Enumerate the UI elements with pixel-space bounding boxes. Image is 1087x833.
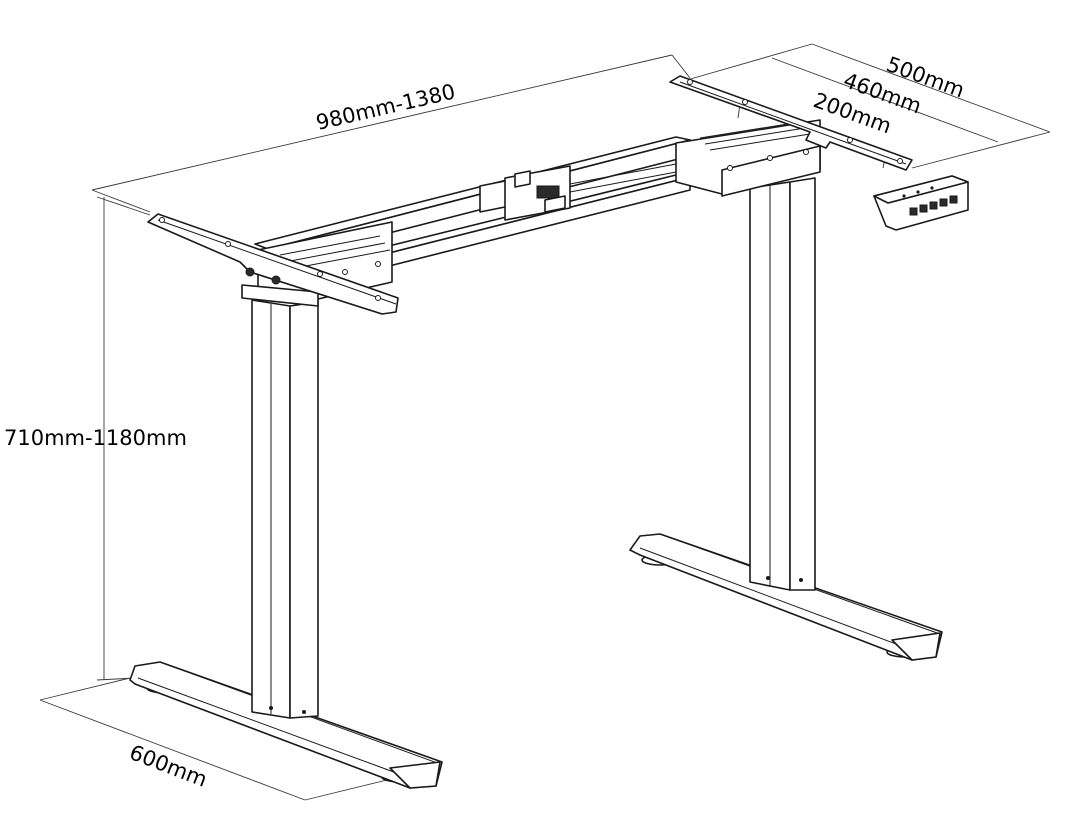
left-bracket-bolt-2 [271, 275, 281, 285]
foot-depth-extension-left [39, 677, 131, 701]
width-dimension-line [91, 54, 673, 191]
top-bracket-dimension-line [811, 43, 1051, 133]
right-column [749, 177, 816, 591]
crossbar-dimension-line [771, 57, 999, 143]
width-extension-left [91, 189, 151, 213]
foot-depth-dimension-line [39, 699, 306, 801]
left-column-inner [289, 301, 319, 719]
right-top-bracket [669, 75, 913, 171]
right-bracket-plate [669, 75, 913, 171]
right-column-inner [789, 177, 816, 591]
height-extension-top [96, 196, 151, 216]
left-top-bracket [147, 213, 399, 315]
control-button-2[interactable] [919, 204, 928, 213]
right-foot-end-cap [891, 632, 941, 661]
width-extension-right [671, 54, 691, 79]
control-panel-icon[interactable] [873, 175, 969, 231]
top-bracket-extension-right [911, 131, 1051, 169]
center-latch [536, 185, 560, 199]
top-frame [254, 119, 821, 303]
foot-depth-extension-right [304, 777, 396, 801]
left-column [241, 284, 319, 719]
left-foot-end-cap [389, 761, 441, 789]
control-panel-top [873, 175, 969, 204]
left-bracket-bolt-1 [245, 267, 255, 277]
control-button-3[interactable] [929, 201, 938, 210]
control-button-4[interactable] [939, 198, 948, 207]
left-column-collar [241, 284, 319, 307]
top-bracket-extension-left [679, 43, 813, 83]
center-cable-channel [569, 163, 677, 185]
width-range-label: 980mm-1380 [314, 80, 458, 135]
control-button-5[interactable] [949, 195, 958, 204]
control-button-1[interactable] [909, 207, 918, 216]
height-range-label: 710mm-1180mm [4, 426, 187, 450]
